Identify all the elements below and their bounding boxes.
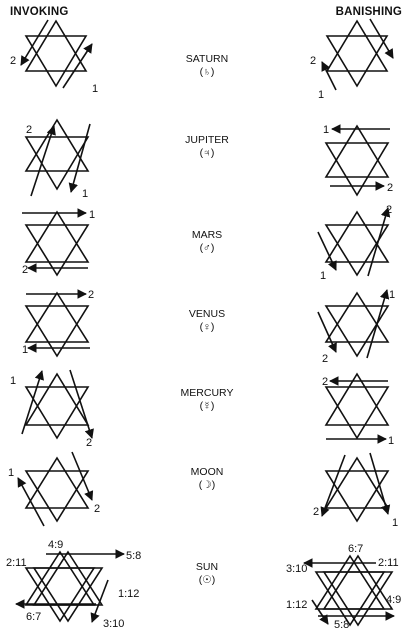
planet-symbol: (☿)	[199, 400, 215, 412]
hexagram-banishing-sun	[303, 554, 395, 627]
planet-label-venus: VENUS (♀)	[157, 308, 257, 334]
hexagram-invoking-mercury	[21, 369, 94, 440]
planet-name: JUPITER	[185, 134, 229, 146]
hexagram-invoking-moon	[17, 451, 94, 527]
stroke-label: 2:11	[378, 557, 399, 569]
stroke-label: 3:10	[286, 563, 307, 575]
planet-name: MERCURY	[180, 387, 234, 399]
stroke-label: 1:12	[286, 599, 307, 611]
planet-symbol: (☉)	[198, 574, 216, 586]
stroke-label: 1	[22, 344, 28, 356]
stroke-label: 2	[22, 264, 28, 276]
stroke-label: 2	[322, 353, 328, 365]
planet-symbol: (♀)	[199, 321, 215, 333]
hexagram-invoking-jupiter	[24, 118, 91, 197]
hexagram-banishing-venus	[317, 289, 390, 359]
stroke-label: 4:9	[386, 594, 401, 606]
stroke-label: 5:8	[126, 550, 141, 562]
hexagram-banishing-moon	[320, 452, 391, 523]
planet-symbol: (♄)	[199, 66, 215, 78]
planet-label-mercury: MERCURY (☿)	[157, 387, 257, 413]
planet-label-sun: SUN (☉)	[157, 561, 257, 587]
planet-name: SATURN	[185, 53, 229, 65]
hexagram-banishing-mars	[317, 207, 391, 277]
stroke-label: 1	[388, 435, 394, 447]
stroke-label: 2	[86, 437, 92, 449]
hexagram-banishing-mercury	[324, 372, 390, 444]
planet-symbol: (♃)	[199, 147, 215, 159]
stroke-label: 6:7	[348, 543, 363, 555]
stroke-label: 1	[8, 467, 14, 479]
banishing-header: BANISHING	[335, 6, 402, 18]
stroke-label: 2	[322, 376, 328, 388]
stroke-label: 2	[94, 503, 100, 515]
stroke-label: 1	[92, 83, 98, 95]
stroke-label: 5:8	[334, 619, 349, 630]
stroke-label: 1	[320, 270, 326, 282]
stroke-label: 2	[10, 55, 16, 67]
stroke-label: 1	[10, 375, 16, 387]
stroke-label: 2	[386, 204, 392, 216]
invoking-header: INVOKING	[10, 6, 69, 18]
planet-label-moon: MOON (☽)	[157, 466, 257, 492]
stroke-label: 2	[310, 55, 316, 67]
stroke-label: 2	[387, 182, 393, 194]
stroke-label: 4:9	[48, 539, 63, 551]
stroke-label: 2	[88, 289, 94, 301]
planet-symbol: (♂)	[199, 242, 215, 254]
hexagram-invoking-mars	[22, 208, 90, 277]
planet-name: SUN	[195, 561, 219, 573]
stroke-label: 6:7	[26, 611, 41, 623]
stroke-label: 1	[323, 124, 329, 136]
stroke-label: 1	[318, 89, 324, 101]
planet-label-jupiter: JUPITER (♃)	[157, 134, 257, 160]
stroke-label: 1	[392, 517, 398, 529]
stroke-label: 1	[89, 209, 95, 221]
hexagram-invoking-sun	[15, 549, 125, 623]
stroke-label: 2	[313, 506, 319, 518]
stroke-label: 1	[389, 289, 395, 301]
stroke-label: 1	[82, 188, 88, 200]
stroke-label: 1:12	[118, 588, 139, 600]
stroke-label: 2:11	[6, 557, 27, 569]
hexagram-banishing-saturn	[321, 18, 394, 91]
planet-name: MOON	[190, 466, 224, 478]
hexagram-invoking-saturn	[20, 19, 93, 89]
hexagram-banishing-jupiter	[324, 124, 390, 197]
planet-symbol: (☽)	[198, 479, 216, 491]
stroke-label: 3:10	[103, 618, 124, 630]
planet-label-saturn: SATURN (♄)	[157, 53, 257, 79]
planet-name: MARS	[191, 229, 223, 241]
hexagram-invoking-venus	[24, 289, 90, 358]
planet-name: VENUS	[188, 308, 226, 320]
planet-label-mars: MARS (♂)	[157, 229, 257, 255]
stroke-label: 2	[26, 124, 32, 136]
